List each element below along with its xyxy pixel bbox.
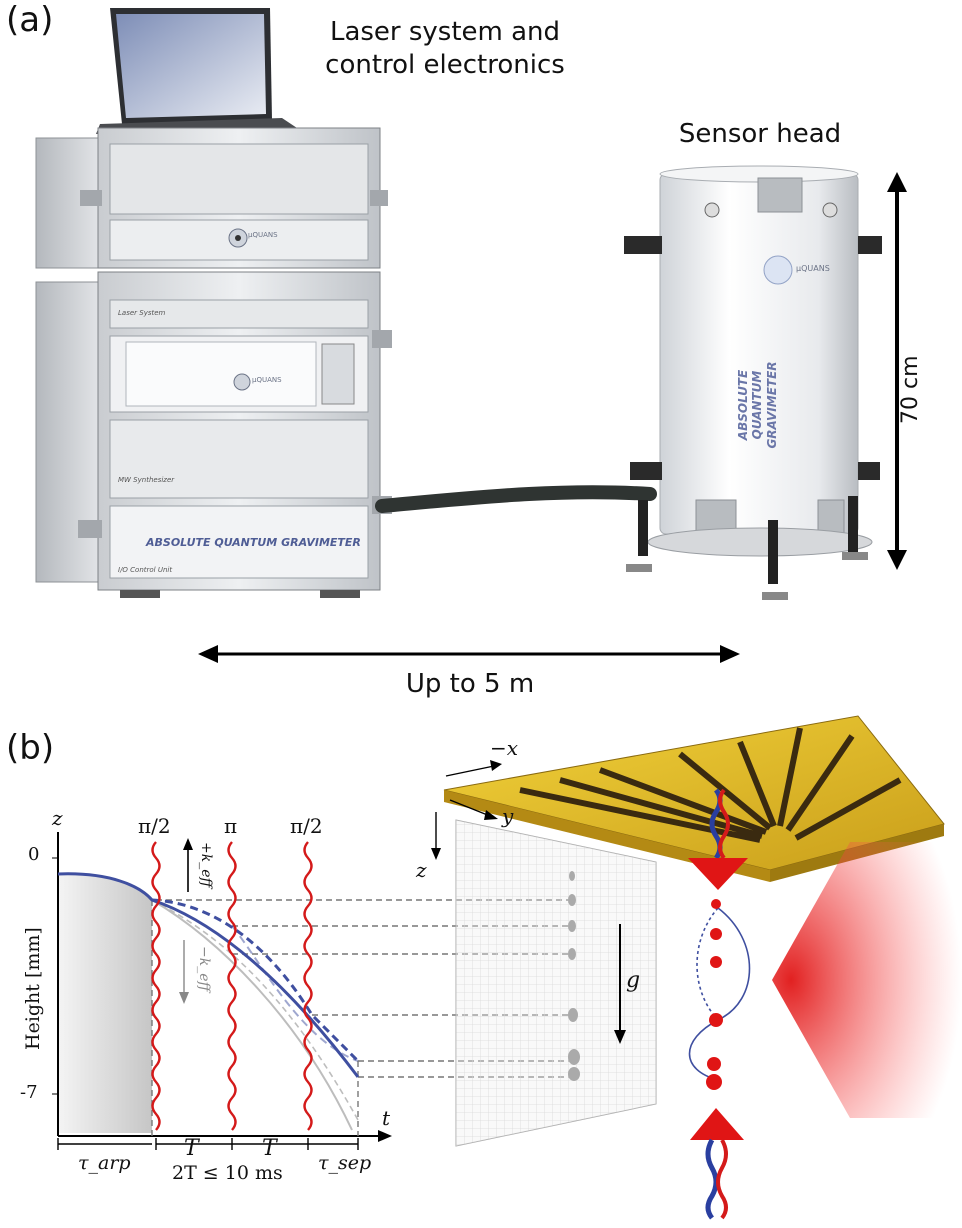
axis-z-label: z bbox=[52, 806, 63, 830]
k-eff-arrows bbox=[179, 838, 193, 1004]
reference-trajectory-1 bbox=[151, 899, 353, 1131]
rack-panel-text: ABSOLUTE QUANTUM GRAVIMETER bbox=[146, 536, 361, 549]
height-arrow bbox=[887, 172, 907, 570]
gravity-label: g bbox=[626, 968, 641, 993]
pulse-label-1: π/2 bbox=[138, 814, 171, 838]
chip-axis-z-label: z bbox=[416, 858, 427, 882]
distance-label: Up to 5 m bbox=[405, 669, 535, 699]
tau-sep-label: τ_sep bbox=[318, 1152, 372, 1174]
interval-T1: T bbox=[184, 1136, 199, 1161]
interval-markers bbox=[57, 1138, 359, 1150]
rack-brand-upper: μQUANS bbox=[248, 231, 278, 239]
rack-label-mw-synth: MW Synthesizer bbox=[118, 476, 175, 484]
pulse-label-3: π/2 bbox=[290, 814, 323, 838]
rack-brand-lower: μQUANS bbox=[252, 376, 282, 384]
pulse-3 bbox=[303, 841, 313, 1131]
trajectory-lower bbox=[231, 925, 359, 1062]
rack-lower bbox=[35, 271, 392, 598]
rack-label-io-control: I/O Control Unit bbox=[118, 566, 173, 574]
imaging-beam bbox=[772, 842, 962, 1118]
atom-column bbox=[688, 858, 751, 1220]
pulse-2 bbox=[227, 841, 237, 1131]
distance-arrow bbox=[198, 645, 740, 663]
k-eff-down-label: −k_eff bbox=[196, 946, 212, 992]
laser-caption-line2: control electronics bbox=[325, 49, 565, 80]
atom-chip bbox=[443, 715, 945, 882]
chip-axis-x-label: −x bbox=[490, 736, 519, 760]
panel-a-photo bbox=[35, 8, 907, 663]
interval-T2: T bbox=[262, 1136, 277, 1161]
sensor-text-line2: GRAVIMETER bbox=[764, 361, 779, 449]
laser-pulses bbox=[151, 841, 313, 1131]
rack-label-laser-system: Laser System bbox=[118, 309, 166, 317]
projection-guides bbox=[151, 899, 570, 1136]
height-label: 70 cm bbox=[898, 355, 923, 424]
pulse-1 bbox=[151, 841, 161, 1131]
constraint-label: 2T ≤ 10 ms bbox=[172, 1162, 283, 1184]
pulse-label-2: π bbox=[224, 814, 238, 838]
arp-shaded-region bbox=[58, 873, 152, 1133]
y-tick-minus7: -7 bbox=[20, 1082, 38, 1103]
cable bbox=[375, 485, 657, 513]
axis-t-label: t bbox=[382, 1106, 391, 1130]
sensor-head-caption: Sensor head bbox=[678, 119, 842, 149]
sensor-head bbox=[624, 165, 882, 600]
trajectory-kicked bbox=[151, 898, 360, 1063]
laser-caption-line1: Laser system and bbox=[329, 17, 561, 47]
y-axis-title: Height [mm] bbox=[22, 927, 44, 1050]
sensor-text: ABSOLUTE QUANTUM GRAVIMETER bbox=[736, 360, 779, 450]
chip-axes bbox=[431, 760, 502, 860]
plot-axes bbox=[52, 832, 392, 1142]
reference-trajectory-2 bbox=[151, 899, 359, 1121]
rack-upper bbox=[35, 127, 388, 269]
y-tick-0: 0 bbox=[28, 844, 40, 865]
laser-system-caption: Laser system and control electronics bbox=[300, 16, 590, 81]
sensor-brand: μQUANS bbox=[796, 264, 830, 273]
k-eff-up-label: +k_eff bbox=[198, 842, 214, 888]
laptop bbox=[96, 8, 300, 134]
sensor-text-line1: ABSOLUTE QUANTUM bbox=[736, 369, 765, 441]
panel-a-label: (a) bbox=[6, 0, 54, 40]
panel-b-label: (b) bbox=[6, 728, 55, 768]
chip-axis-y-label: y bbox=[502, 804, 514, 828]
tau-arp-label: τ_arp bbox=[78, 1152, 131, 1174]
